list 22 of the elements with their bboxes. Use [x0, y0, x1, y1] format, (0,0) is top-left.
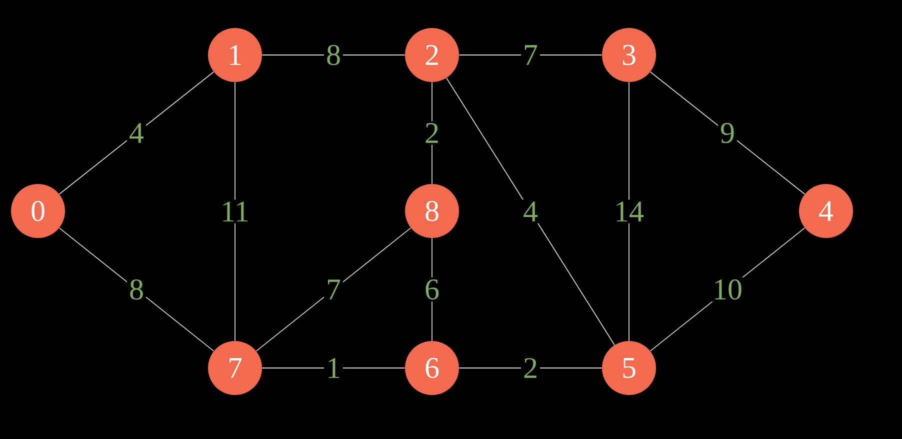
- edge-weight: 4: [127, 121, 146, 145]
- edge-line: [234, 82, 236, 342]
- edge-weight: 2: [422, 121, 442, 145]
- edge-line: [58, 71, 214, 195]
- edge-line: [446, 78, 615, 346]
- edge-weight: 1: [324, 356, 343, 380]
- edge-weight: 14: [612, 200, 646, 224]
- edge-line: [628, 82, 630, 342]
- edge-line: [650, 71, 806, 195]
- edge-weight: 7: [324, 278, 343, 302]
- edge-line: [256, 228, 412, 352]
- edge-line: [58, 228, 214, 352]
- edge-weight: 8: [127, 277, 146, 302]
- edge-weight: 7: [521, 43, 540, 67]
- edge-weight: 4: [521, 200, 540, 224]
- edge-weight: 9: [718, 120, 737, 146]
- edge-weight: 6: [422, 277, 442, 302]
- edge-weight: 8: [324, 42, 343, 68]
- edge-weight: 11: [218, 200, 252, 224]
- edge-weight: 10: [710, 277, 744, 302]
- edge-line: [458, 54, 602, 56]
- edge-weight: 2: [521, 356, 540, 380]
